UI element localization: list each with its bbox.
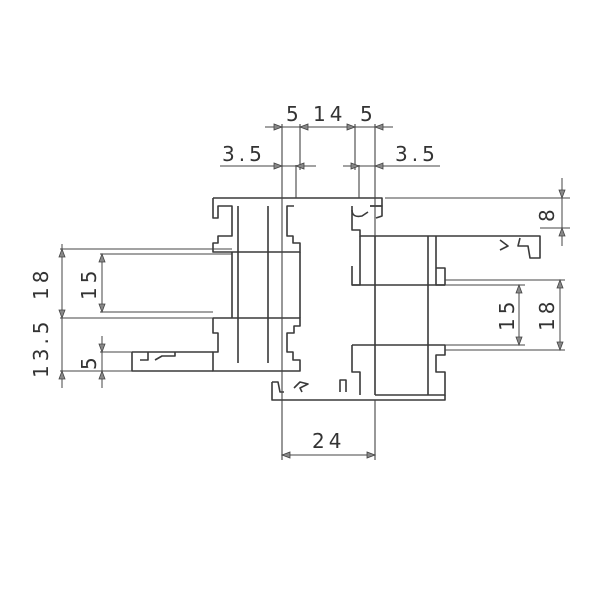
dim-left-3-5: 3.5	[222, 142, 266, 166]
extension-lines	[60, 124, 570, 460]
dim-left-18: 18	[29, 267, 53, 300]
dim-top-center-14: 14	[313, 102, 346, 126]
right-profile	[351, 205, 541, 396]
dim-right-3-5: 3.5	[395, 142, 439, 166]
left-profile	[131, 197, 383, 372]
dim-left-5: 5	[77, 353, 101, 370]
dimension-labels: 5 14 5 3.5 3.5 18 15 13.5 5 8 15 18 24	[29, 102, 559, 453]
dim-top-right-5: 5	[360, 102, 377, 126]
dim-bottom-24: 24	[312, 429, 345, 453]
dim-left-13-5: 13.5	[29, 317, 53, 378]
dim-left-15: 15	[77, 267, 101, 300]
dim-right-18: 18	[535, 298, 559, 331]
dimension-lines	[58, 123, 566, 459]
dim-top-left-5: 5	[286, 102, 303, 126]
dim-right-8: 8	[535, 205, 559, 222]
bottom-track	[271, 379, 446, 401]
dim-right-15: 15	[495, 298, 519, 331]
